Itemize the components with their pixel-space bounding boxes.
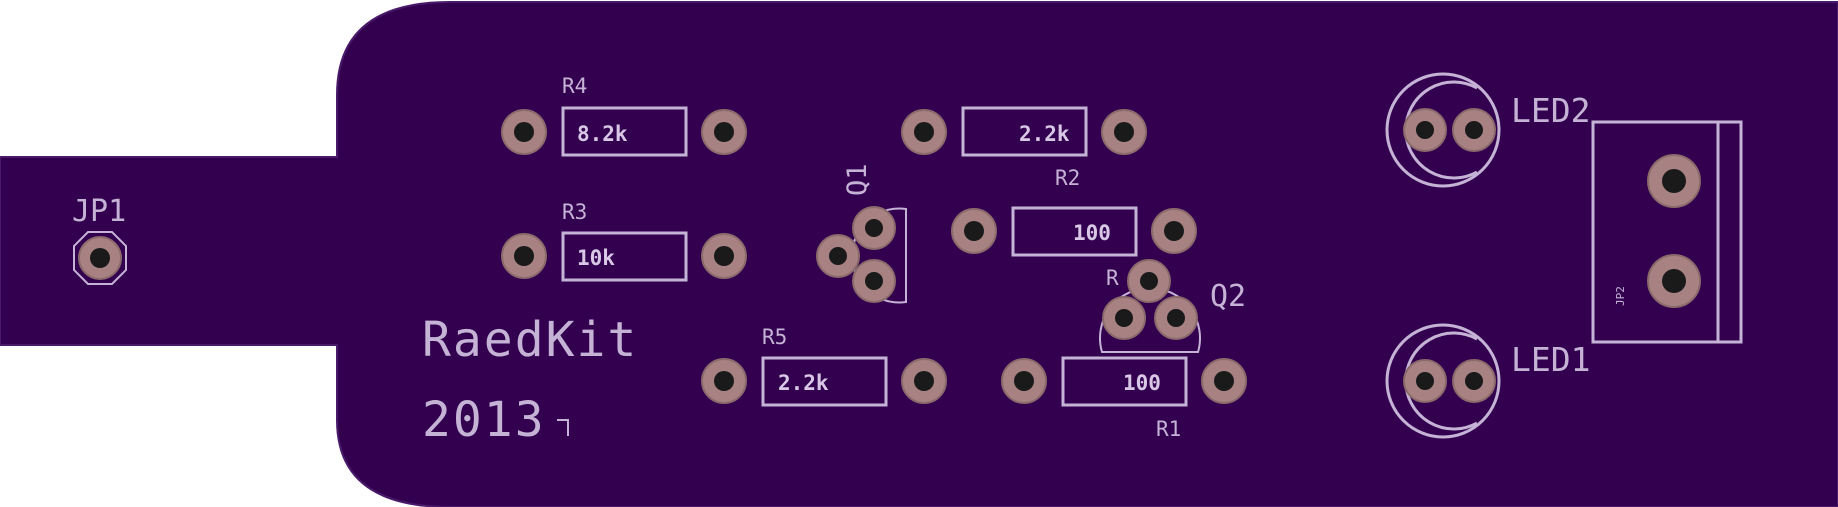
r5-value: 2.2k	[778, 371, 829, 395]
resistor-r5: R5 2.2k	[701, 325, 947, 407]
resistor-r6: 100 R	[951, 206, 1197, 290]
resistor-r2: 2.2k R2	[901, 106, 1147, 190]
r4-designator: R4	[562, 74, 587, 98]
board-year: 2013	[422, 392, 546, 448]
led1-label: LED1	[1511, 340, 1590, 379]
resistor-r3: R3 10k	[501, 200, 747, 282]
led2-label: LED2	[1511, 91, 1590, 130]
resistor-r1: 100 R1	[1001, 356, 1247, 441]
r5-designator: R5	[762, 325, 787, 349]
transistor-q1: Q1	[816, 163, 907, 304]
jp1-label: JP1	[72, 194, 126, 229]
transistor-q2: Q2	[1099, 259, 1246, 353]
r2-value: 2.2k	[1019, 122, 1070, 146]
jp2-label: JP2	[1614, 286, 1627, 306]
r1-designator: R1	[1156, 417, 1181, 441]
q2-label: Q2	[1210, 279, 1246, 314]
jp1-header: JP1	[72, 194, 127, 285]
connector-jp2: JP2	[1591, 120, 1743, 344]
q1-label: Q1	[842, 163, 873, 196]
resistor-r4: R4 8.2k	[501, 74, 747, 157]
r1-value: 100	[1123, 371, 1161, 395]
jp1-hole	[90, 248, 110, 268]
r6-designator: R	[1106, 266, 1119, 290]
year-mark	[557, 419, 569, 436]
r2-designator: R2	[1055, 166, 1080, 190]
led-led1: LED1	[1385, 323, 1590, 439]
r3-designator: R3	[562, 200, 587, 224]
board-title: RaedKit	[422, 312, 638, 368]
r6-value: 100	[1073, 221, 1111, 245]
r3-value: 10k	[577, 246, 615, 270]
led-led2: LED2	[1385, 72, 1590, 188]
r4-value: 8.2k	[577, 122, 628, 146]
